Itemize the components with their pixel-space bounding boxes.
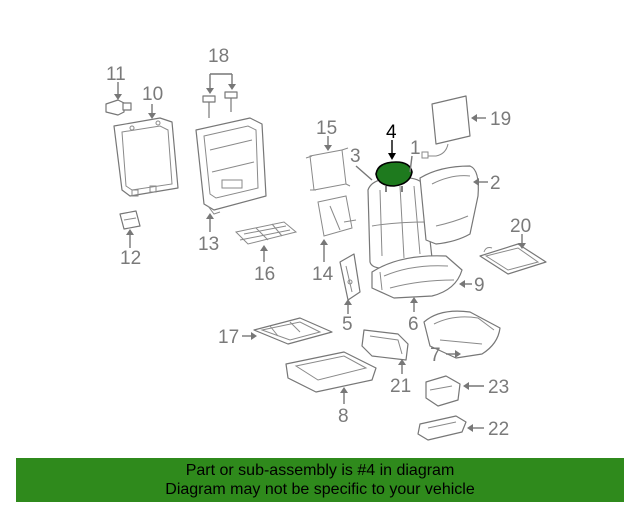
callout-16: 16 bbox=[254, 264, 275, 285]
leader-2 bbox=[473, 178, 488, 186]
part-15-lumbar-wire bbox=[305, 147, 351, 191]
callout-21: 21 bbox=[390, 376, 411, 397]
seat-cushion-assembly bbox=[371, 255, 463, 299]
part-10-back-panel bbox=[113, 117, 179, 197]
callout-14: 14 bbox=[312, 264, 334, 285]
callout-10: 10 bbox=[142, 84, 163, 105]
callout-4: 4 bbox=[386, 122, 397, 143]
leader-12 bbox=[126, 229, 134, 248]
callout-18: 18 bbox=[208, 46, 229, 67]
leader-16 bbox=[260, 245, 268, 262]
callout-9: 9 bbox=[474, 275, 485, 296]
part-16-spring-mat bbox=[234, 221, 298, 245]
part-23-block bbox=[425, 375, 461, 407]
part-13-back-frame bbox=[195, 117, 267, 215]
callout-2: 2 bbox=[490, 173, 501, 194]
leader-5 bbox=[344, 299, 352, 314]
callout-20: 20 bbox=[510, 216, 531, 237]
leader-22 bbox=[467, 424, 484, 432]
part-4-headrest bbox=[375, 161, 413, 192]
info-banner: Part or sub-assembly is #4 in diagram Di… bbox=[16, 458, 624, 502]
leader-19 bbox=[471, 114, 486, 122]
callout-22: 22 bbox=[488, 419, 509, 440]
leader-21 bbox=[398, 359, 406, 374]
leader-14 bbox=[320, 239, 328, 262]
leader-17 bbox=[242, 332, 257, 340]
leader-6 bbox=[410, 297, 418, 312]
callout-6: 6 bbox=[408, 314, 419, 335]
part-8-cushion-pad bbox=[285, 351, 377, 393]
banner-line-2: Diagram may not be specific to your vehi… bbox=[165, 481, 475, 498]
leader-4 bbox=[388, 140, 396, 160]
callout-8: 8 bbox=[338, 406, 349, 427]
part-21-module bbox=[361, 329, 409, 361]
leader-9 bbox=[459, 280, 472, 288]
banner-line-1: Part or sub-assembly is #4 in diagram bbox=[185, 462, 455, 479]
leader-8 bbox=[340, 387, 348, 404]
callout-7: 7 bbox=[430, 345, 441, 366]
callout-19: 19 bbox=[490, 109, 511, 130]
leader-7 bbox=[446, 350, 461, 358]
callout-13: 13 bbox=[198, 234, 219, 255]
part-2-back-cover bbox=[419, 165, 479, 245]
parts-diagram: 11 10 18 19 15 4 3 1 2 12 13 16 14 20 9 … bbox=[105, 46, 547, 441]
part-20-pad bbox=[479, 243, 547, 275]
part-22-trim bbox=[417, 415, 467, 441]
leader-1 bbox=[409, 155, 413, 173]
leader-13 bbox=[206, 213, 214, 232]
leader-11 bbox=[114, 82, 122, 100]
callout-15: 15 bbox=[316, 118, 337, 139]
part-19-panel bbox=[421, 95, 471, 159]
part-7-cushion-cover bbox=[423, 310, 501, 359]
callout-12: 12 bbox=[120, 248, 141, 269]
leader-20 bbox=[518, 234, 526, 249]
leader-23 bbox=[463, 382, 484, 390]
part-5-side-panel bbox=[339, 253, 361, 301]
leader-10 bbox=[148, 104, 156, 119]
callout-3: 3 bbox=[350, 146, 361, 167]
part-14-lumbar-bracket bbox=[317, 195, 357, 237]
part-18-bolts bbox=[202, 91, 238, 118]
leader-15 bbox=[324, 136, 332, 151]
part-11-knob bbox=[105, 99, 132, 116]
callout-11: 11 bbox=[106, 64, 126, 85]
leader-18 bbox=[206, 73, 236, 94]
callout-17: 17 bbox=[218, 327, 239, 348]
callout-5: 5 bbox=[342, 314, 353, 335]
callout-1: 1 bbox=[410, 138, 421, 159]
leader-3 bbox=[355, 165, 373, 181]
part-17-cushion-frame bbox=[253, 317, 333, 345]
part-12-clip bbox=[119, 210, 141, 230]
callout-23: 23 bbox=[488, 377, 509, 398]
